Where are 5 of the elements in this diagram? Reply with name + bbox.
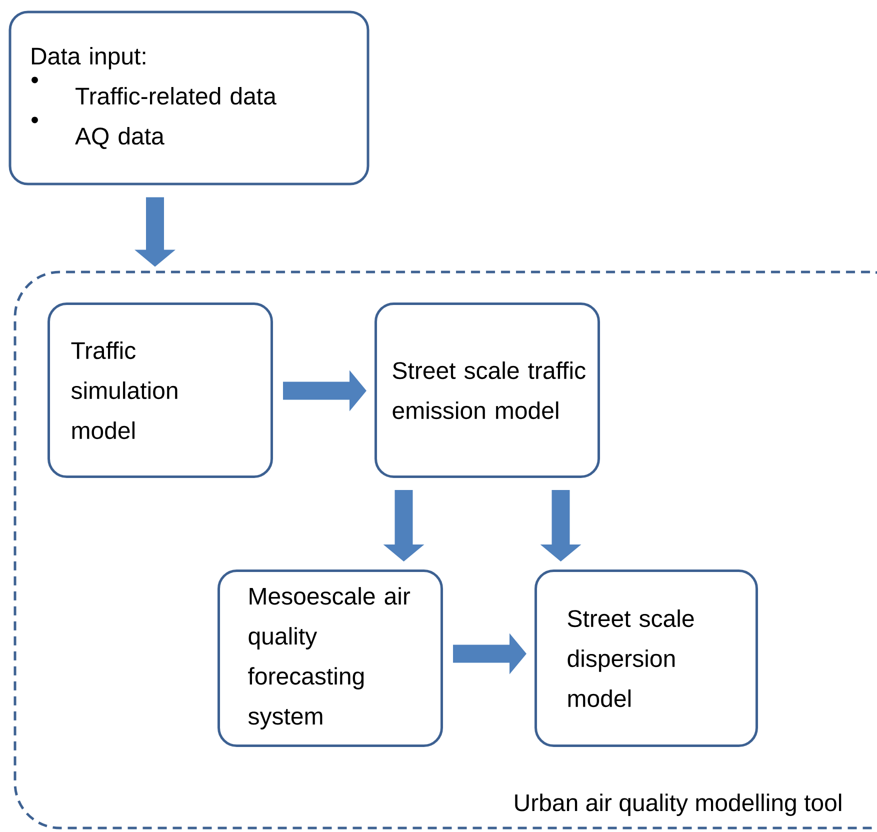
process-box: Traffic simulation model (48, 302, 273, 478)
process-box: Mesoescale air quality forecasting system (218, 570, 443, 747)
input-box: Data input: Traffic-related data AQ data (8, 10, 370, 186)
process-box: Street scale traffic emission model (374, 302, 600, 478)
process-box: Street scale dispersion model (534, 570, 758, 747)
